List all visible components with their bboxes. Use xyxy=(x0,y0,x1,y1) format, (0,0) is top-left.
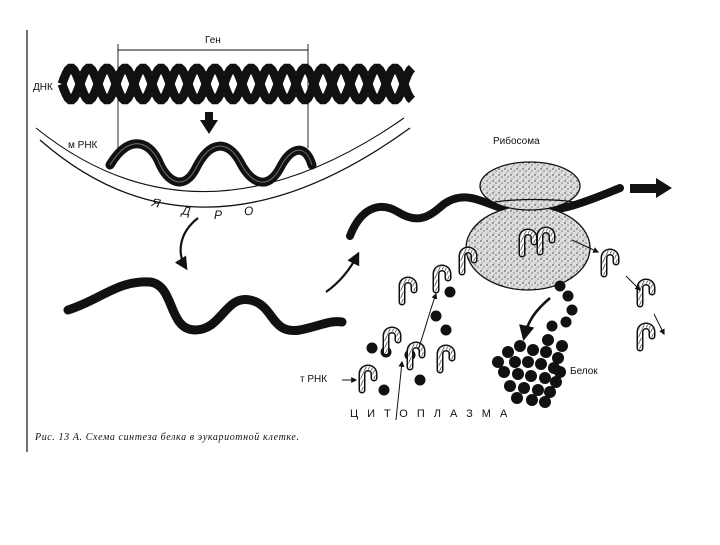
protein-bead xyxy=(514,340,526,352)
trna-molecule xyxy=(386,330,398,352)
nucleus-letter: Р xyxy=(214,208,222,222)
trna-molecule xyxy=(402,280,414,302)
amino-acid-dot xyxy=(415,375,426,386)
dna-label: ДНК xyxy=(33,82,53,93)
mrna-label: м РНК xyxy=(68,140,97,151)
dna-double-helix xyxy=(62,68,412,100)
amino-acid-dot xyxy=(561,317,572,328)
amino-acid-dot xyxy=(445,287,456,298)
to-ribosome-arrow xyxy=(326,254,358,292)
trna-label: т РНК xyxy=(300,374,327,385)
ribosome xyxy=(466,162,590,290)
nucleus-letter: О xyxy=(243,203,254,218)
amino-acid-dot xyxy=(431,311,442,322)
exit-trna-arrow-3 xyxy=(654,314,664,334)
figure-caption: Рис. 13 А. Схема синтеза белка в эукарио… xyxy=(35,432,300,443)
amino-acid-dot xyxy=(441,325,452,336)
transcription-arrow xyxy=(200,112,218,134)
ribosome-label: Рибосома xyxy=(493,136,540,147)
amino-acid-dot xyxy=(547,321,558,332)
protein-bead xyxy=(525,370,537,382)
mrna-strand-nucleus xyxy=(110,144,312,182)
protein-bead xyxy=(502,346,514,358)
trna-molecule xyxy=(604,252,616,274)
trna-molecule xyxy=(440,348,452,370)
mrna-strand-cytoplasm xyxy=(68,282,342,331)
protein-bead xyxy=(527,344,539,356)
direction-arrow xyxy=(630,178,672,198)
trna-molecule xyxy=(362,368,374,390)
cytoplasm-pointer-arrow-2 xyxy=(418,294,436,350)
ribosome-large-subunit xyxy=(466,206,590,290)
protein-label: Белок xyxy=(570,366,598,377)
protein-bead xyxy=(542,334,554,346)
protein-bead xyxy=(539,372,551,384)
trna-molecule xyxy=(410,345,422,367)
amino-acid-dot xyxy=(379,385,390,396)
protein-bead xyxy=(535,358,547,370)
protein-bead xyxy=(492,356,504,368)
protein-bead xyxy=(512,368,524,380)
trna-molecule xyxy=(462,250,474,272)
protein-bead xyxy=(532,384,544,396)
protein-bead xyxy=(554,366,566,378)
cytoplasm-label: ЦИТОПЛАЗМА xyxy=(350,408,516,420)
protein-bead xyxy=(518,382,530,394)
protein-bead xyxy=(539,396,551,408)
protein-bead xyxy=(509,356,521,368)
ribosome-small-subunit xyxy=(480,162,580,210)
amino-acid-dot xyxy=(567,305,578,316)
protein-bead xyxy=(511,392,523,404)
trna-molecule xyxy=(640,326,652,348)
amino-acid-dot xyxy=(555,281,566,292)
protein-bead xyxy=(498,366,510,378)
protein-bead xyxy=(556,340,568,352)
trna-molecule xyxy=(640,282,652,304)
protein-bead xyxy=(526,394,538,406)
protein-cluster xyxy=(492,334,568,408)
gene-label: Ген xyxy=(205,35,221,46)
protein-bead xyxy=(540,346,552,358)
amino-acid-dot xyxy=(367,343,378,354)
protein-bead xyxy=(522,356,534,368)
protein-bead xyxy=(504,380,516,392)
release-arrow xyxy=(524,298,550,338)
amino-acid-dot xyxy=(563,291,574,302)
nuclear-envelope-inner xyxy=(36,118,404,192)
trna-molecule xyxy=(436,268,448,290)
export-arrow xyxy=(181,218,198,268)
